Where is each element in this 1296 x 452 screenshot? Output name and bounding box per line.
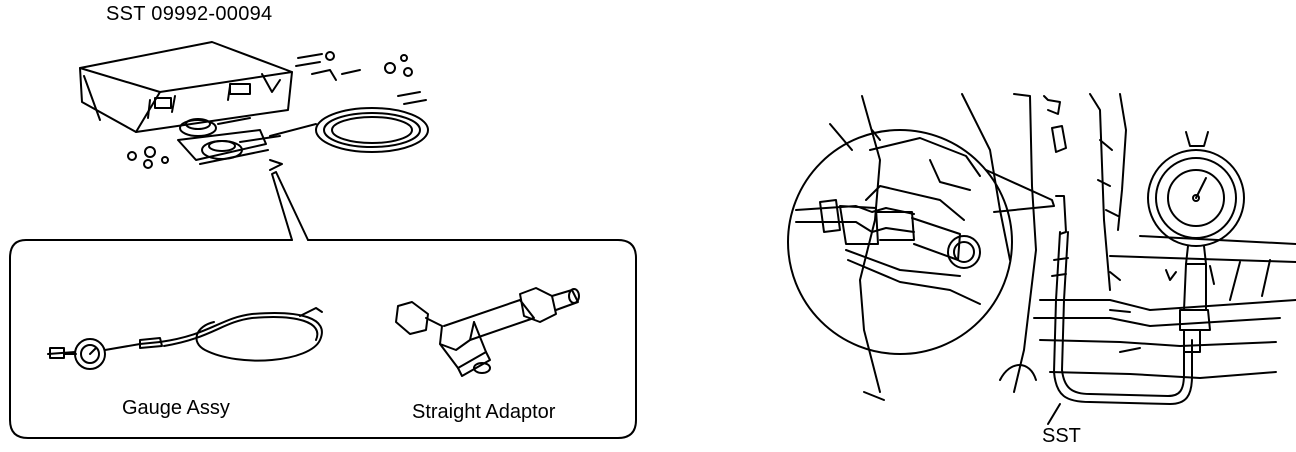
kit-gauges xyxy=(177,117,281,165)
tool-case xyxy=(79,41,293,133)
pressure-gauge xyxy=(1147,131,1245,353)
installed-hose xyxy=(1047,195,1193,425)
callout-box xyxy=(9,159,637,439)
kit-fittings xyxy=(127,51,427,169)
gauge-assy-label: Gauge Assy xyxy=(122,397,230,419)
engine-structure xyxy=(859,93,1296,393)
sst-install-label: SST xyxy=(1042,425,1081,447)
sst-part-number-title: SST 09992-00094 xyxy=(106,3,273,25)
gauge-assy-drawing xyxy=(47,307,323,370)
edge-mark xyxy=(863,391,885,401)
kit-hose-coil xyxy=(269,107,429,153)
straight-adaptor-drawing xyxy=(395,287,580,377)
magnifier-circle xyxy=(787,123,1055,355)
straight-adaptor-label: Straight Adaptor xyxy=(412,401,556,423)
